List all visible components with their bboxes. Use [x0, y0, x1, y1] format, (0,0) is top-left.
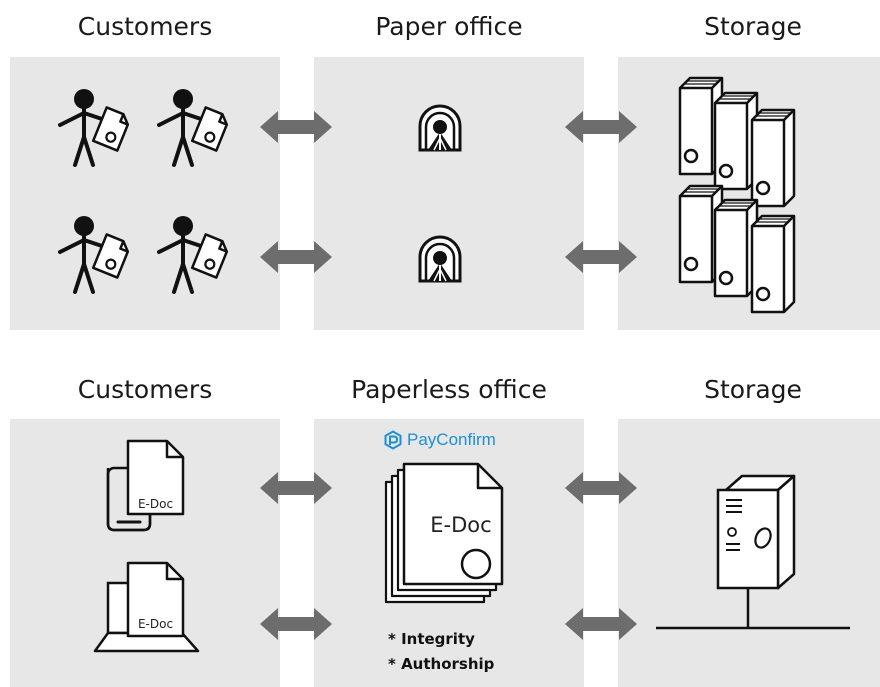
- top-office-heading: Paper office: [375, 12, 523, 41]
- tablet-doc-label: E-Doc: [138, 497, 173, 511]
- double-arrow-icon: [565, 472, 637, 504]
- payconfirm-logo-icon: [384, 430, 402, 450]
- person-with-document-icon: [157, 214, 232, 294]
- authorship-note: * Authorship: [388, 655, 495, 673]
- document-stack-label: E-Doc: [430, 513, 491, 537]
- binder-icon: [750, 108, 796, 208]
- office-window-icon: [418, 104, 462, 152]
- top-customers-heading: Customers: [77, 12, 213, 41]
- tablet-doc-icon: [126, 439, 185, 516]
- laptop-doc-label: E-Doc: [138, 617, 173, 631]
- top-office-panel: [314, 57, 584, 330]
- bottom-office-heading: Paperless office: [351, 375, 547, 404]
- top-storage-heading: Storage: [704, 12, 802, 41]
- double-arrow-icon: [260, 241, 332, 273]
- double-arrow-icon: [565, 608, 637, 640]
- person-with-document-icon: [157, 87, 232, 167]
- bottom-storage-heading: Storage: [704, 375, 802, 404]
- payconfirm-brand-name: PayConfirm: [407, 430, 496, 449]
- integrity-note: * Integrity: [388, 630, 475, 648]
- payconfirm-logo: PayConfirm: [383, 430, 496, 450]
- double-arrow-icon: [565, 241, 637, 273]
- binder-icon: [713, 91, 759, 191]
- top-customers-panel: [10, 57, 280, 330]
- double-arrow-icon: [260, 111, 332, 143]
- server-icon: [656, 474, 850, 630]
- double-arrow-icon: [260, 472, 332, 504]
- binder-icon: [713, 198, 759, 298]
- double-arrow-icon: [260, 608, 332, 640]
- person-with-document-icon: [58, 214, 133, 294]
- bottom-customers-heading: Customers: [77, 375, 213, 404]
- office-window-icon: [418, 235, 462, 283]
- binder-icon: [750, 214, 796, 314]
- document-stack-icon: [384, 462, 504, 604]
- laptop-doc-icon: [126, 561, 185, 638]
- person-with-document-icon: [58, 87, 133, 167]
- double-arrow-icon: [565, 111, 637, 143]
